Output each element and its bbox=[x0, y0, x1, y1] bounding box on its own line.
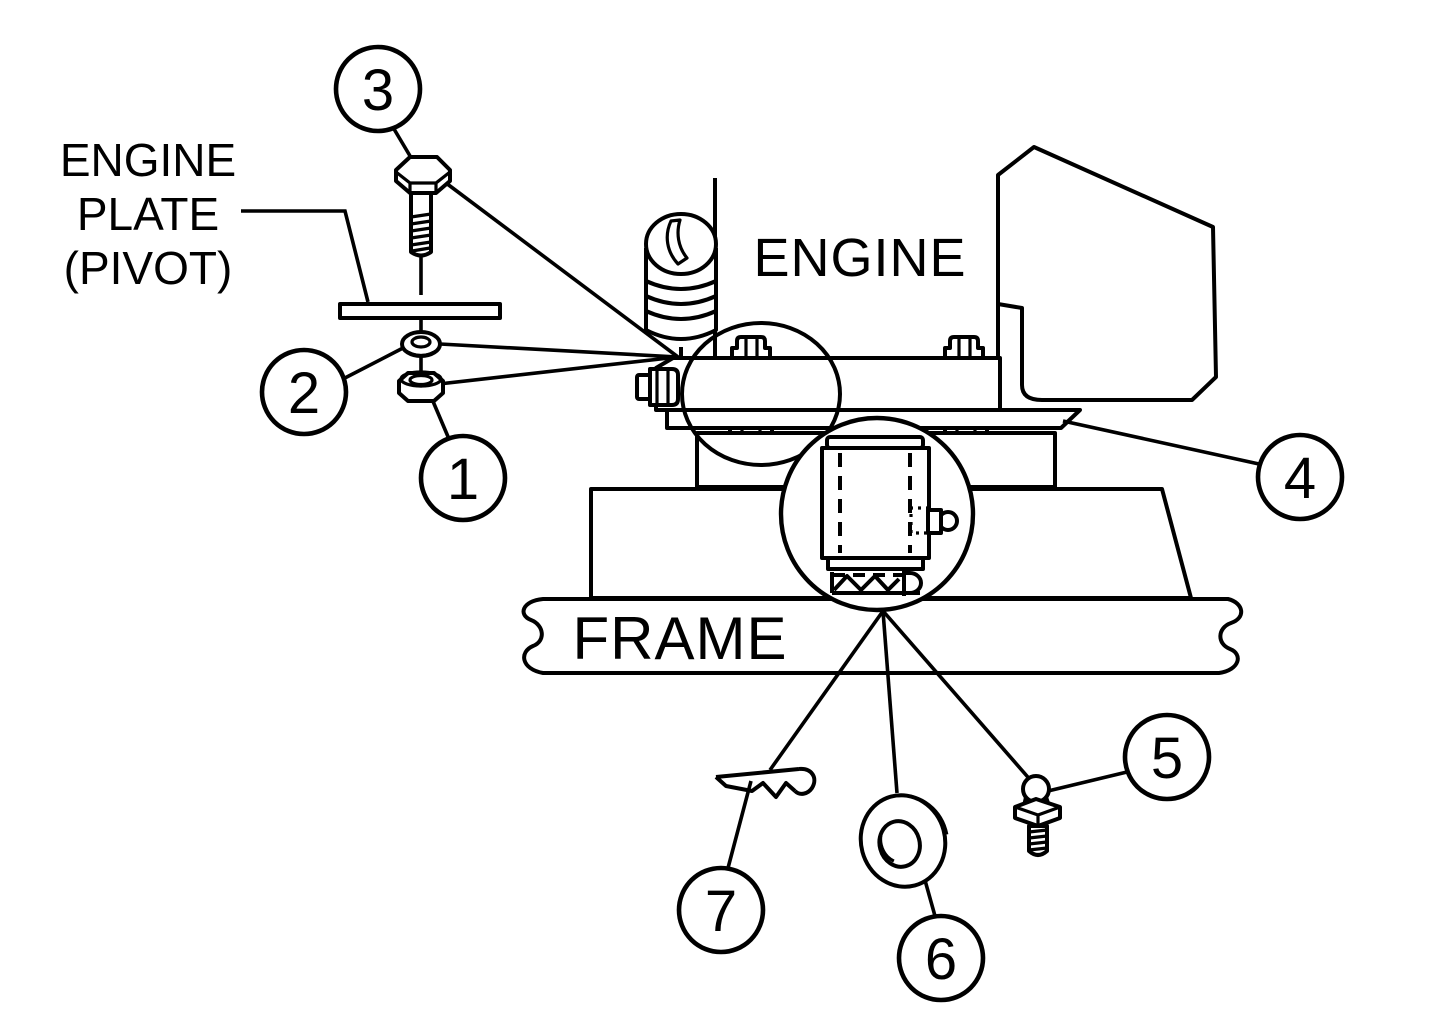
callout-2: 2 bbox=[259, 347, 349, 437]
engine-silhouette bbox=[996, 145, 1218, 402]
pin-top-prong bbox=[715, 767, 800, 779]
callout-number-5: 5 bbox=[1151, 726, 1183, 791]
leader-lines bbox=[241, 128, 1260, 917]
washer2-thickness bbox=[402, 347, 440, 358]
leader-pin-to-c7 bbox=[726, 780, 753, 869]
bolt3-shank bbox=[409, 191, 433, 258]
isolator-stud-hidden bbox=[909, 506, 929, 535]
cylinder-rib-2 bbox=[645, 294, 717, 306]
callout-number-2: 2 bbox=[288, 361, 320, 426]
leader-bolt-to-engine bbox=[444, 181, 680, 359]
top-bolt-right bbox=[943, 335, 985, 360]
callout-1: 1 bbox=[418, 433, 508, 523]
fan-line-to-washer6 bbox=[881, 610, 899, 794]
leader-plate-label bbox=[241, 209, 370, 303]
fitting-hex bbox=[1013, 797, 1062, 828]
callout-7: 7 bbox=[676, 865, 766, 955]
callout-circle-3 bbox=[333, 44, 423, 134]
callout-circle-2 bbox=[259, 347, 349, 437]
cylinder-rib-3 bbox=[645, 309, 717, 321]
leader-fitting-to-c5 bbox=[1047, 770, 1128, 793]
leader-nut-to-engine bbox=[438, 355, 679, 386]
highlight-circle-bolts bbox=[680, 321, 842, 467]
cap-slot bbox=[665, 218, 689, 266]
oil-cap-cylinder bbox=[644, 212, 718, 358]
cotter-pin-item7 bbox=[714, 766, 817, 799]
callout-circle-5 bbox=[1122, 712, 1212, 802]
cylinder-rib-1 bbox=[645, 279, 717, 291]
lock-pin-end bbox=[902, 570, 923, 596]
fan-line-to-fitting5 bbox=[881, 609, 1035, 785]
pivot-bolt-facets bbox=[655, 369, 670, 405]
isolator-stud bbox=[926, 508, 943, 535]
lock-zigzag bbox=[832, 574, 901, 592]
top-bolt-left-facets bbox=[744, 337, 759, 358]
engine-label: ENGINE bbox=[753, 228, 966, 288]
frame-rail: FRAME bbox=[521, 597, 1244, 675]
fan-line-to-pin7 bbox=[768, 609, 885, 772]
bolt3-threads bbox=[410, 212, 432, 253]
callout-number-1: 1 bbox=[447, 447, 479, 512]
nut1-threads bbox=[411, 381, 432, 388]
washer6-thickness bbox=[897, 793, 949, 835]
callout-4: 4 bbox=[1255, 432, 1345, 522]
washer6-hole-depth bbox=[878, 835, 895, 863]
washer2-hole bbox=[410, 335, 432, 349]
callout-number-6: 6 bbox=[925, 927, 957, 992]
washer-item6 bbox=[858, 793, 949, 889]
callout-number-3: 3 bbox=[362, 58, 394, 123]
callout-5: 5 bbox=[1122, 712, 1212, 802]
callout-number-7: 7 bbox=[705, 879, 737, 944]
pivot-bolt-head bbox=[648, 367, 680, 407]
isolator-hidden-lines bbox=[838, 453, 912, 553]
engine-plate-label: ENGINE PLATE (PIVOT) bbox=[60, 134, 236, 294]
engine-plate-label-line3: (PIVOT) bbox=[64, 242, 233, 294]
top-bolt-right-facets bbox=[957, 337, 972, 358]
isolator-lock-section bbox=[830, 570, 923, 596]
hex-nut-item1 bbox=[397, 356, 445, 403]
callout-6: 6 bbox=[896, 913, 986, 1003]
rubber-isolator bbox=[820, 435, 959, 596]
engine-plate-pivot bbox=[338, 302, 502, 320]
hex-bolt-item3 bbox=[394, 155, 452, 295]
engine-plate-label-line2: PLATE bbox=[77, 188, 219, 240]
callout-circle-6 bbox=[896, 913, 986, 1003]
grease-fitting-item5 bbox=[1013, 774, 1062, 857]
callout-3: 3 bbox=[333, 44, 423, 134]
washer6-hole bbox=[877, 819, 922, 869]
leader-washer-to-c2 bbox=[340, 346, 404, 382]
pin-hook bbox=[793, 766, 817, 796]
leader-plate4-to-c4 bbox=[1062, 419, 1260, 466]
pin-zigzag bbox=[714, 775, 797, 799]
top-bolt-left bbox=[730, 335, 772, 360]
frame-tube bbox=[521, 597, 1244, 675]
leader-nut-to-c1 bbox=[430, 398, 451, 440]
mount-bar bbox=[654, 356, 1002, 412]
leader-washer-to-engine bbox=[439, 342, 679, 359]
washer-item2 bbox=[400, 320, 442, 358]
bolt3-head-facets bbox=[395, 170, 451, 193]
isolator-flange bbox=[826, 556, 925, 571]
engine-plate-label-line1: ENGINE bbox=[60, 134, 236, 186]
fitting-threads bbox=[1028, 828, 1048, 852]
callout-circle-7 bbox=[676, 865, 766, 955]
callout-circle-4 bbox=[1255, 432, 1345, 522]
frame-label: FRAME bbox=[573, 605, 788, 672]
bolt3-head bbox=[394, 155, 452, 195]
callout-circle-1 bbox=[418, 433, 508, 523]
callout-number-4: 4 bbox=[1284, 446, 1316, 511]
